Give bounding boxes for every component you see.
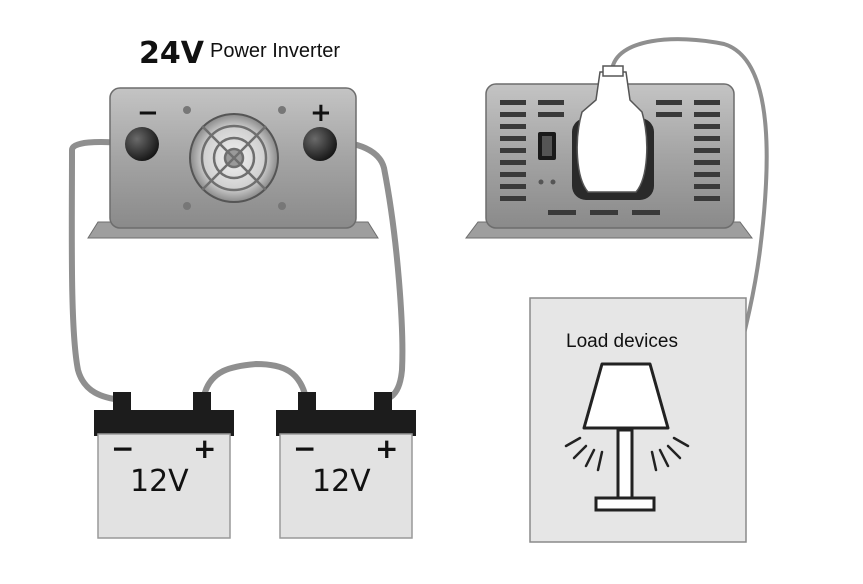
indicator-led-icon: [538, 179, 544, 185]
cable-series-link: [201, 360, 309, 401]
inverter-front: − +: [87, 87, 379, 239]
light-rays-icon: [564, 436, 690, 472]
battery-lid: [276, 410, 416, 436]
load-panel: Load devices: [529, 297, 747, 543]
ac-plug-icon: [576, 71, 648, 193]
title-label: Power Inverter: [210, 40, 340, 62]
battery-1: − + 12V: [94, 392, 234, 539]
battery-minus-sign: −: [111, 432, 134, 465]
battery-body: [279, 433, 413, 539]
inverter-front-screw: [278, 106, 286, 114]
lamp-icon: [564, 362, 690, 512]
inverter-plus-sign: +: [310, 98, 332, 128]
positive-terminal-knob-icon: [303, 127, 337, 161]
vent-slots-top-icon: [538, 100, 682, 117]
fan-grille-icon: [200, 124, 268, 192]
battery-terminal-positive: [374, 392, 392, 412]
battery-terminal-negative: [113, 392, 131, 412]
inverter-back: [465, 65, 753, 239]
battery-2: − + 12V: [276, 392, 416, 539]
lamp-shade: [582, 362, 670, 430]
battery-minus-sign: −: [293, 432, 316, 465]
inverter-front-screw: [183, 106, 191, 114]
lamp-stem: [616, 428, 634, 500]
title-voltage: 24V: [139, 36, 205, 71]
battery-plus-sign: +: [375, 432, 398, 465]
inverter-front-screw: [278, 202, 286, 210]
inverter-minus-sign: −: [137, 98, 159, 128]
battery-voltage-label: 12V: [312, 464, 371, 499]
battery-body: [97, 433, 231, 539]
lamp-base: [594, 496, 656, 512]
battery-terminal-positive: [193, 392, 211, 412]
indicator-led-icon: [550, 179, 556, 185]
vent-slots-right-icon: [694, 100, 720, 201]
power-switch-rocker: [542, 136, 552, 156]
ac-plug-collar: [602, 65, 624, 77]
vent-slots-left-icon: [500, 100, 526, 201]
cable-negative-to-battery1: [68, 139, 138, 403]
cable-positive-to-battery2: [319, 138, 406, 403]
vent-slots-bottom-icon: [548, 210, 660, 215]
battery-lid: [94, 410, 234, 436]
negative-terminal-knob-icon: [125, 127, 159, 161]
battery-terminal-negative: [298, 392, 316, 412]
inverter-front-screw: [183, 202, 191, 210]
load-devices-label: Load devices: [566, 331, 678, 352]
battery-voltage-label: 12V: [130, 464, 189, 499]
battery-plus-sign: +: [193, 432, 216, 465]
